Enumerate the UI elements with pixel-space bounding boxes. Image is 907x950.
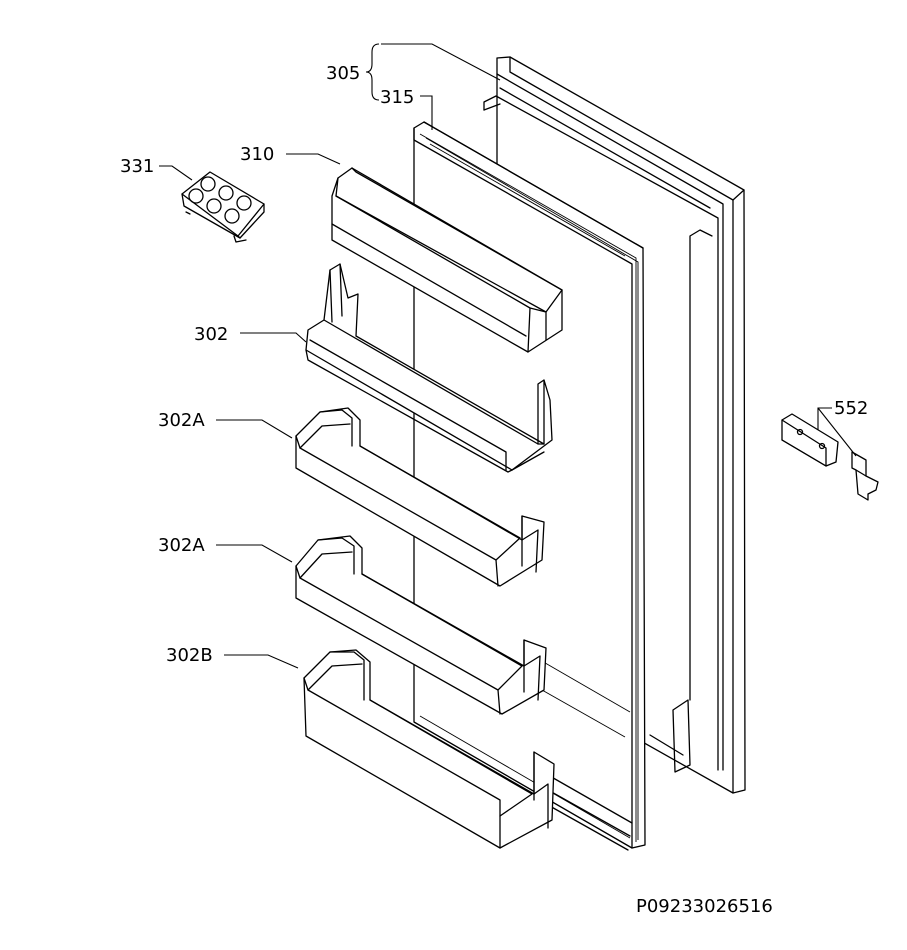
hinge-bracket — [781, 413, 879, 501]
label-302a-lower: 302A — [158, 535, 205, 556]
dairy-compartment — [331, 167, 563, 353]
shelf-302a-upper — [295, 407, 545, 587]
label-310: 310 — [240, 144, 274, 165]
egg-tray — [181, 171, 265, 243]
shelf-302a-lower — [295, 535, 547, 715]
label-302: 302 — [194, 324, 228, 345]
drawing-code: P09233026516 — [636, 896, 773, 917]
part-labels: 305 315 310 331 302 302A 302A 302B 552 P… — [120, 63, 868, 917]
shelf-302 — [305, 263, 553, 473]
shelf-302b — [303, 649, 555, 849]
leader-lines — [159, 43, 857, 669]
label-302b: 302B — [166, 645, 213, 666]
label-305: 305 — [326, 63, 360, 84]
label-552: 552 — [834, 398, 868, 419]
label-315: 315 — [380, 87, 414, 108]
label-331: 331 — [120, 156, 154, 177]
label-302a-upper: 302A — [158, 410, 205, 431]
